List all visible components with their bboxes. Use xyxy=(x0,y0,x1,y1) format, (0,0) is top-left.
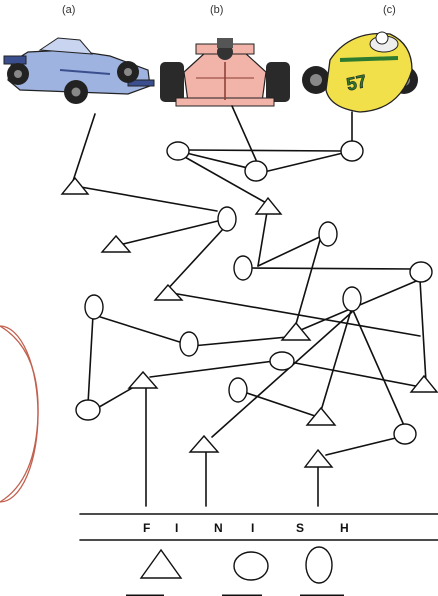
oval-node xyxy=(218,207,236,231)
finish-legend xyxy=(141,547,332,583)
car-c-yellow-racecar[interactable]: 57 xyxy=(302,32,418,112)
finish-line: F I N I S H xyxy=(80,514,438,540)
oval-node xyxy=(85,295,103,319)
triangle-node xyxy=(411,376,437,392)
car-number: 57 xyxy=(345,71,369,95)
legend-triangle-icon xyxy=(141,550,181,578)
oval-node xyxy=(319,222,337,246)
oval-node xyxy=(343,287,361,311)
triangle-node xyxy=(282,323,310,340)
car-a-label: (a) xyxy=(62,4,75,16)
oval-node xyxy=(180,332,198,356)
decorative-arc xyxy=(0,326,38,502)
circle-node xyxy=(341,141,363,161)
finish-letter: F xyxy=(143,521,150,535)
circle-node xyxy=(410,262,432,282)
car-c-label: (c) xyxy=(383,4,396,16)
circle-node xyxy=(167,142,189,160)
triangle-node xyxy=(305,450,332,467)
finish-letter: I xyxy=(175,521,178,535)
oval-node xyxy=(234,256,252,280)
maze-nodes xyxy=(62,141,437,467)
circle-node xyxy=(76,400,100,420)
circle-node xyxy=(394,424,416,444)
triangle-node xyxy=(155,285,182,300)
triangle-node xyxy=(307,408,335,425)
triangle-node xyxy=(62,178,88,194)
finish-letter: I xyxy=(251,521,254,535)
oval-node xyxy=(229,378,247,402)
circle-node xyxy=(270,352,294,370)
legend-oval-icon xyxy=(306,547,332,583)
legend-circle-icon xyxy=(234,552,268,580)
finish-letter: H xyxy=(340,521,349,535)
car-b-pink-racecar[interactable] xyxy=(160,38,290,106)
car-b-label: (b) xyxy=(210,4,223,16)
finish-letter: N xyxy=(214,521,223,535)
triangle-node xyxy=(190,436,218,452)
decorative-arc-outline xyxy=(0,326,38,502)
car-a-blue-racecar[interactable] xyxy=(4,38,154,104)
circle-node xyxy=(245,161,267,181)
triangle-node xyxy=(129,372,157,388)
triangle-node xyxy=(256,198,281,214)
finish-letter: S xyxy=(296,521,304,535)
